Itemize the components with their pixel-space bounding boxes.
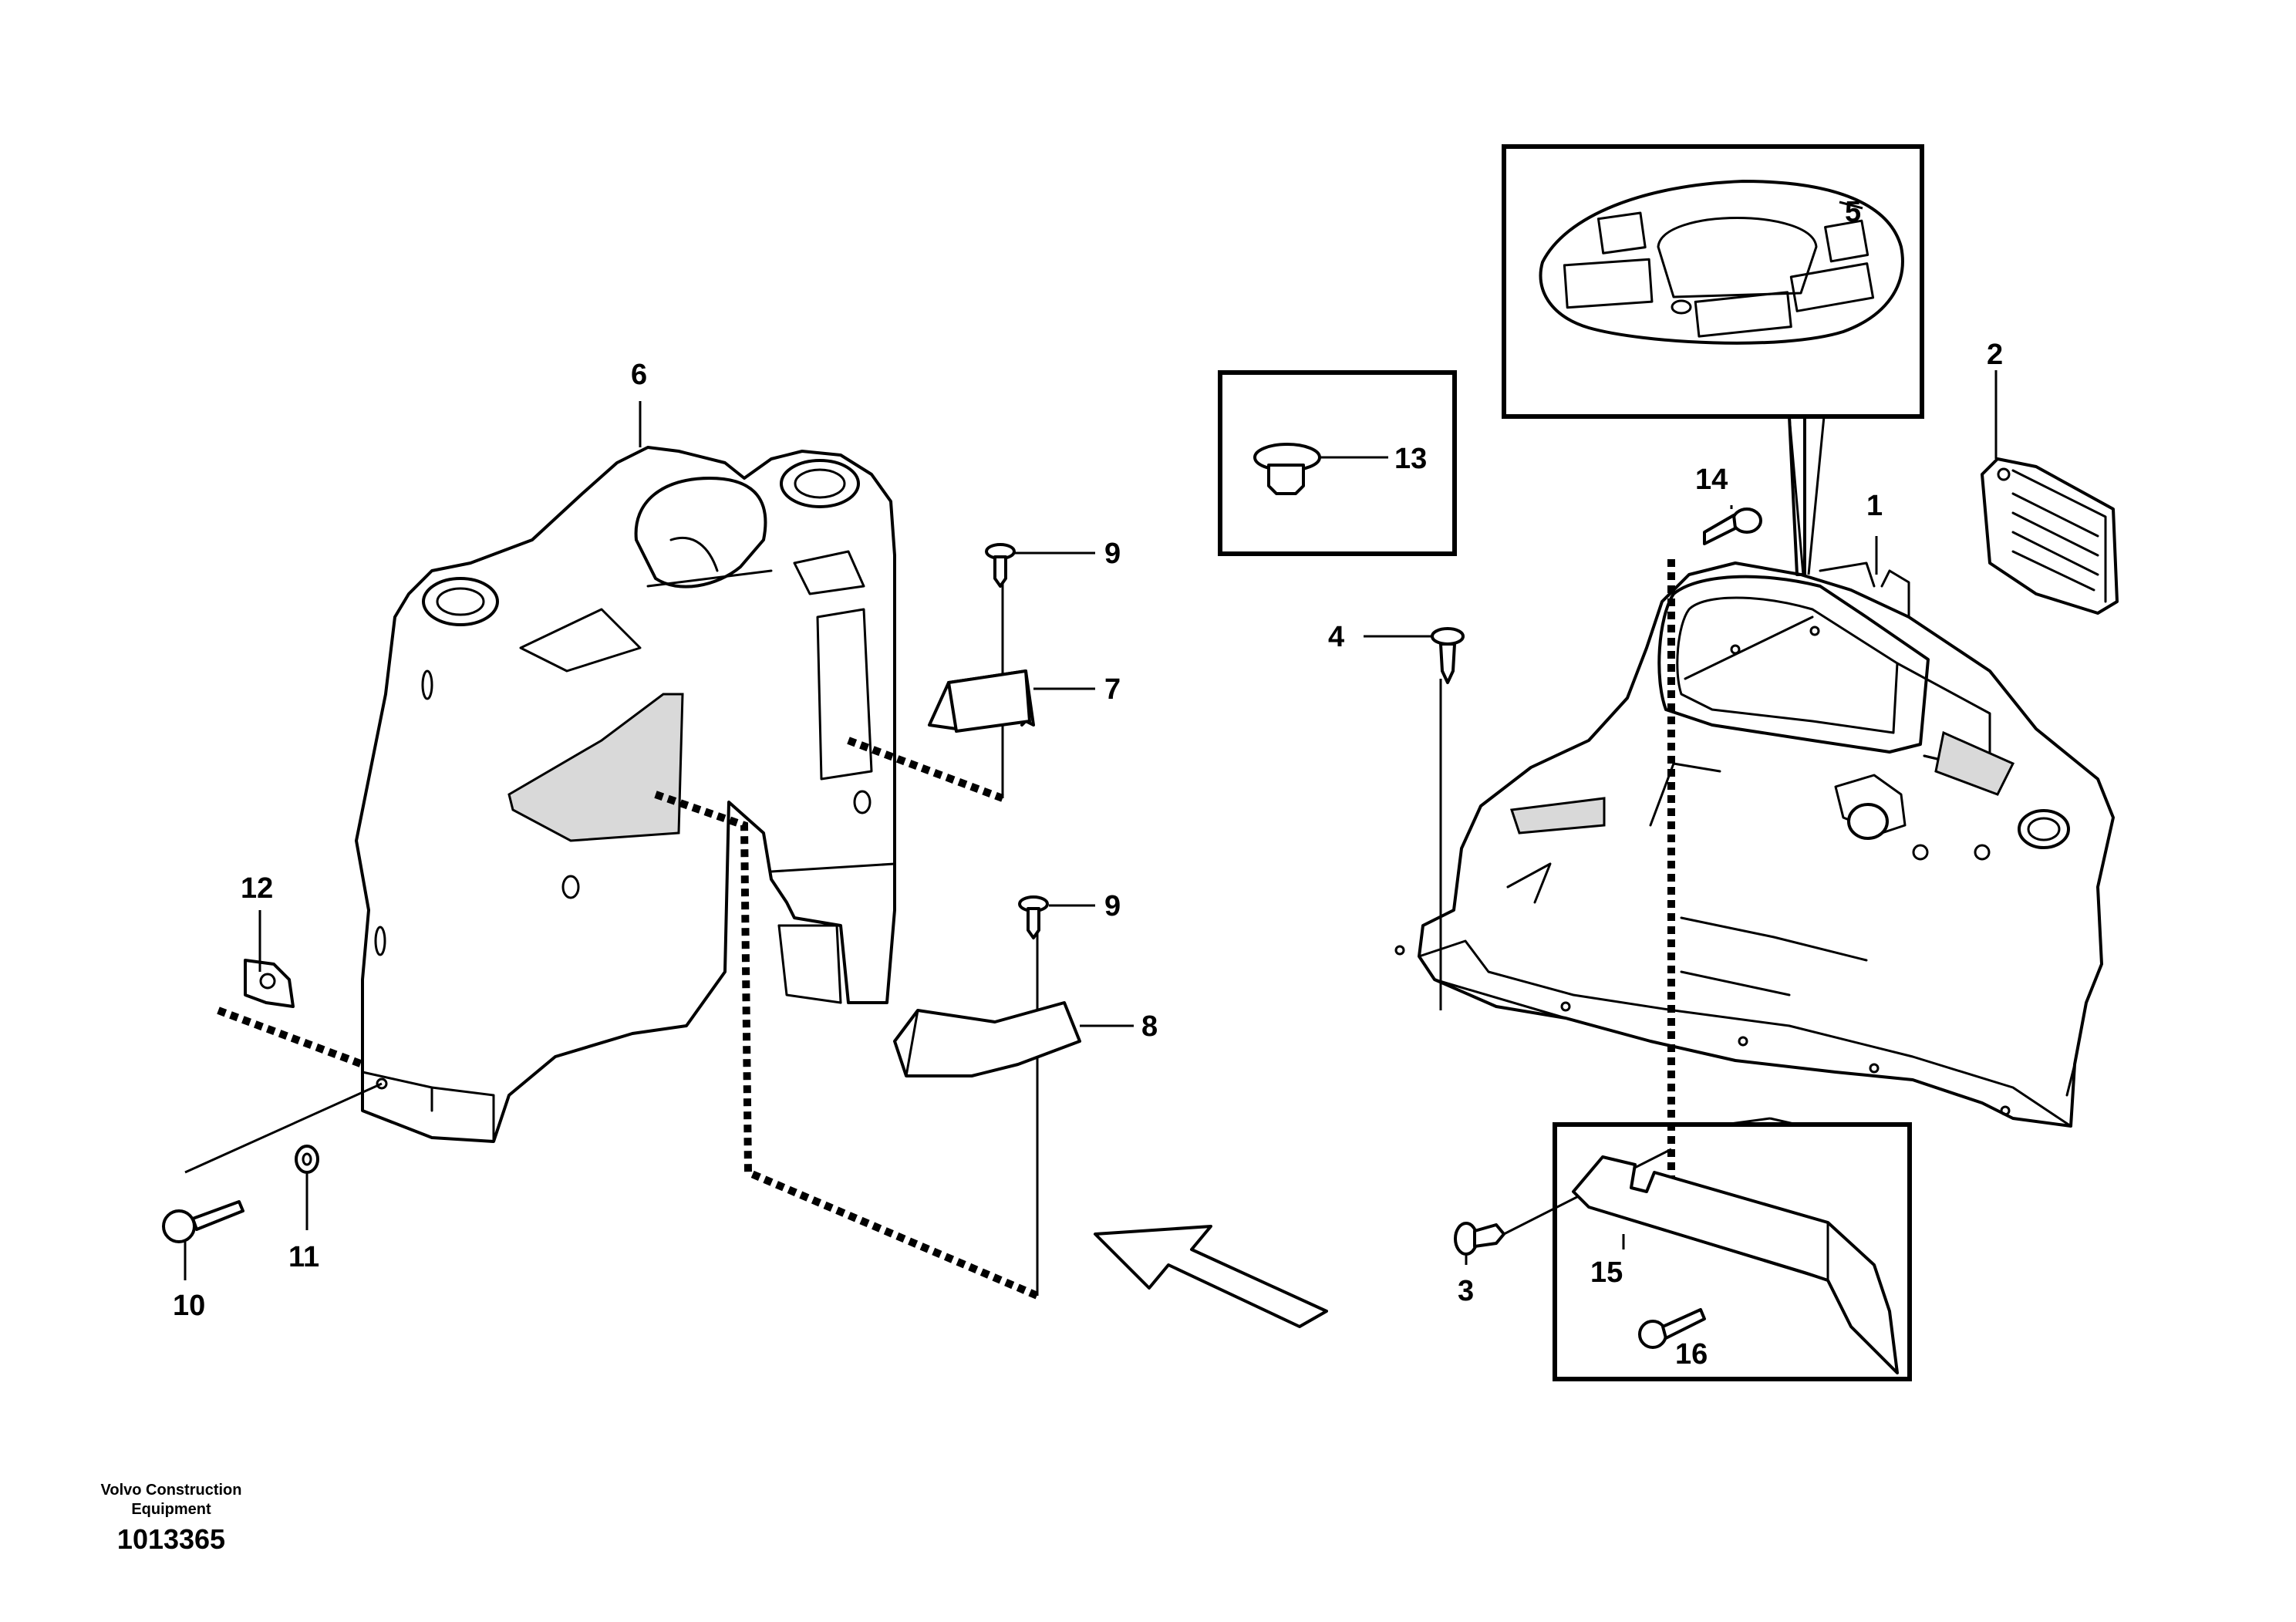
detail-box-part-15 — [1553, 1122, 1912, 1381]
label-part-3: 3 — [1458, 1275, 1474, 1307]
direction-arrow — [1094, 1225, 1328, 1328]
label-part-9-lower: 9 — [1104, 890, 1121, 922]
label-leaders — [184, 201, 1998, 1280]
label-part-9-upper: 9 — [1104, 538, 1121, 570]
label-part-13: 13 — [1394, 443, 1427, 475]
screw-part-9-lower — [1018, 895, 1049, 939]
label-part-6: 6 — [631, 359, 647, 391]
bezel-vents — [1563, 211, 1875, 338]
label-part-12: 12 — [241, 872, 273, 905]
label-part-16: 16 — [1675, 1338, 1708, 1371]
footer: Volvo Construction Equipment 1013365 — [101, 1482, 242, 1555]
label-part-8: 8 — [1141, 1010, 1158, 1043]
label-part-10: 10 — [173, 1290, 205, 1322]
detail-callout-lines — [1724, 415, 1826, 1126]
screw-part-9-upper — [985, 543, 1016, 588]
assembly-lines-left — [184, 578, 1039, 1300]
vent-grille-part-2 — [1981, 457, 2119, 615]
part-number-labels: 6 9 7 9 8 12 10 11 13 5 2 1 14 4 3 15 16 — [173, 196, 2003, 1371]
document-number: 1013365 — [117, 1523, 225, 1555]
clip-part-12 — [244, 959, 295, 1008]
company-name-line1: Volvo Construction — [101, 1482, 242, 1499]
bolt-part-16 — [1638, 1308, 1706, 1349]
bolt-part-10 — [162, 1200, 244, 1243]
label-part-5: 5 — [1845, 196, 1861, 228]
label-part-4: 4 — [1328, 621, 1344, 653]
label-part-15: 15 — [1590, 1256, 1623, 1289]
duct-frame-part-6 — [355, 446, 896, 1143]
bracket-part-7 — [928, 669, 1035, 733]
dashboard-housing-part-1 — [1394, 561, 2115, 1128]
deflector-part-8 — [893, 1001, 1081, 1077]
label-part-1: 1 — [1866, 490, 1883, 522]
label-part-2: 2 — [1987, 339, 2003, 371]
rivet-part-4 — [1431, 627, 1465, 684]
label-part-11: 11 — [288, 1241, 319, 1273]
detail-box-part-5 — [1502, 144, 1924, 419]
bolt-part-14 — [1703, 508, 1762, 545]
label-part-14: 14 — [1695, 464, 1728, 496]
rivet-part-3 — [1454, 1222, 1505, 1256]
label-part-7: 7 — [1104, 673, 1121, 706]
detail-box-part-13 — [1218, 370, 1457, 556]
company-name-line2: Equipment — [131, 1501, 211, 1518]
washer-part-11 — [295, 1145, 319, 1174]
